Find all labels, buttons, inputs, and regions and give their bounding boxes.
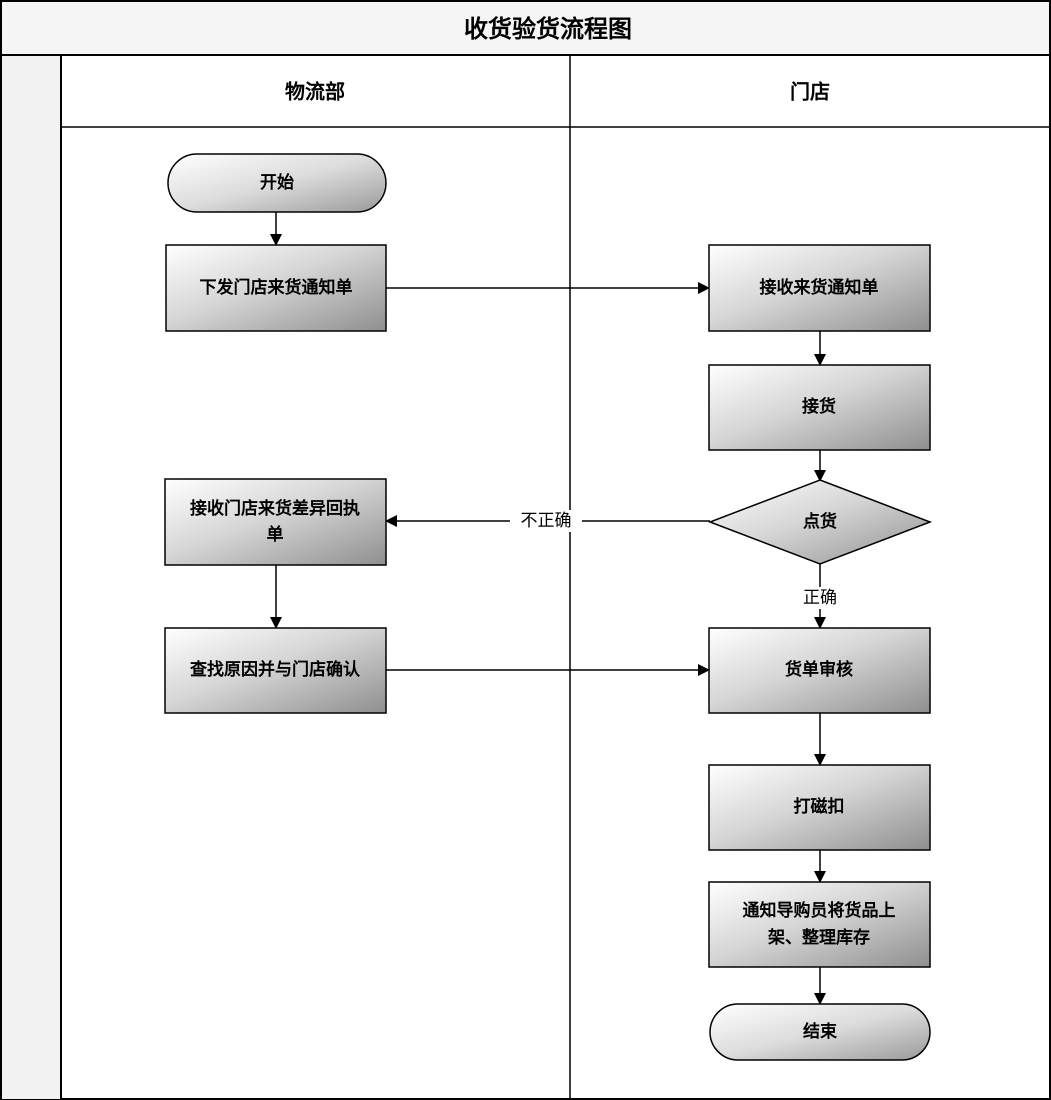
edge-label-correct: 正确: [803, 588, 837, 608]
node-check-goods: 点货: [707, 479, 933, 565]
svg-text:打磁扣: 打磁扣: [794, 796, 845, 817]
svg-text:下发门店来货通知单: 下发门店来货通知单: [200, 277, 353, 298]
svg-text:单: 单: [267, 524, 284, 545]
edge-label-incorrect: 不正确: [521, 511, 572, 531]
svg-text:货单审核: 货单审核: [785, 659, 853, 680]
node-audit: 货单审核: [708, 627, 931, 714]
pool-side-strip: [2, 56, 60, 1099]
svg-text:开始: 开始: [260, 172, 294, 193]
node-receive-goods: 接货: [708, 364, 931, 451]
node-start: 开始: [167, 153, 387, 213]
lane-header-store: 门店: [790, 80, 830, 104]
node-tag: 打磁扣: [708, 764, 931, 851]
svg-text:点货: 点货: [803, 511, 837, 532]
diagram-title: 收货验货流程图: [464, 15, 632, 43]
node-receive-diff-receipt: 接收门店来货差异回执 单: [164, 478, 387, 566]
node-receive-notice: 接收来货通知单: [708, 244, 931, 332]
node-notify-staff: 通知导购员将货品上 架、整理库存: [708, 881, 931, 968]
svg-text:结束: 结束: [803, 1021, 837, 1042]
svg-text:接货: 接货: [802, 396, 836, 417]
node-issue-notice: 下发门店来货通知单: [165, 244, 387, 332]
node-end: 结束: [709, 1003, 931, 1061]
svg-text:接收来货通知单: 接收来货通知单: [760, 277, 879, 298]
lane-header-logistics: 物流部: [285, 80, 345, 104]
svg-text:通知导购员将货品上: 通知导购员将货品上: [743, 900, 896, 921]
svg-text:架、整理库存: 架、整理库存: [768, 927, 870, 948]
title-bar: [0, 0, 1051, 56]
node-find-reason: 查找原因并与门店确认: [164, 627, 387, 714]
svg-text:接收门店来货差异回执: 接收门店来货差异回执: [190, 498, 360, 519]
svg-text:查找原因并与门店确认: 查找原因并与门店确认: [189, 659, 361, 680]
